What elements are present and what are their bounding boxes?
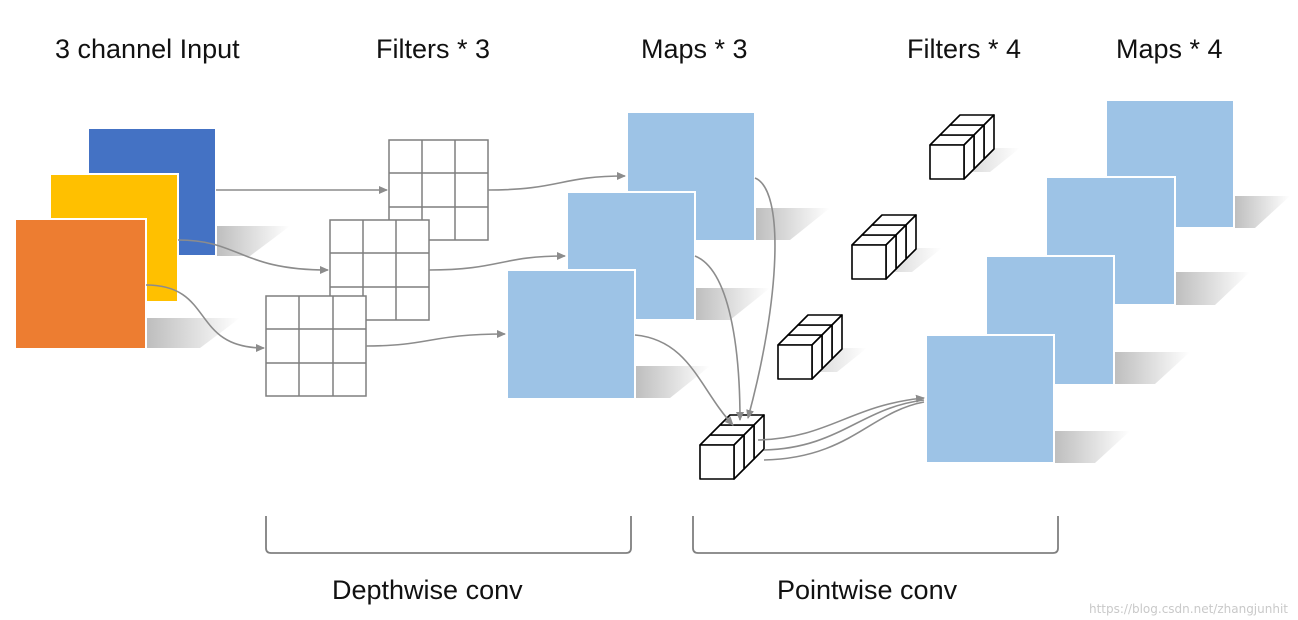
title-maps-3: Maps * 3 bbox=[641, 34, 748, 64]
filter-cube-1 bbox=[929, 114, 995, 180]
pointwise-filters bbox=[699, 114, 995, 480]
title-maps-4: Maps * 4 bbox=[1116, 34, 1223, 64]
arrow-filter3-to-map3 bbox=[365, 330, 506, 347]
pointwise-maps bbox=[925, 99, 1235, 464]
arrow-cube-to-map4-b bbox=[763, 399, 925, 451]
map4-4 bbox=[925, 334, 1055, 464]
input-channel-orange bbox=[14, 218, 147, 350]
input-channels bbox=[14, 127, 217, 350]
arrow-filter2-to-map2 bbox=[428, 252, 566, 271]
depthwise-filters bbox=[265, 139, 489, 397]
map3-front bbox=[506, 269, 636, 400]
flow-arrows bbox=[145, 172, 925, 461]
arrow-cube-to-map4-c bbox=[763, 401, 925, 461]
filter-cube-2 bbox=[851, 214, 917, 280]
arrow-input-orange-to-filter3 bbox=[145, 284, 265, 352]
depthwise-maps bbox=[506, 111, 756, 400]
title-filters-4: Filters * 4 bbox=[907, 34, 1022, 64]
title-input: 3 channel Input bbox=[55, 34, 240, 64]
label-pointwise-conv: Pointwise conv bbox=[777, 575, 958, 605]
filter-cube-3 bbox=[777, 314, 843, 380]
filter-grid-3 bbox=[265, 295, 367, 397]
pointwise-bracket bbox=[692, 516, 1059, 554]
filter-grid-2 bbox=[329, 219, 430, 321]
title-filters-3: Filters * 3 bbox=[376, 34, 491, 64]
arrow-cube-to-map4-a bbox=[757, 394, 925, 441]
filter-cube-active bbox=[699, 414, 765, 480]
arrow-map1-to-cube bbox=[746, 177, 776, 419]
section-brackets bbox=[265, 516, 1059, 554]
arrow-map3-to-cube bbox=[634, 334, 734, 426]
watermark-url: https://blog.csdn.net/zhangjunhit bbox=[1088, 602, 1288, 616]
label-depthwise-conv: Depthwise conv bbox=[332, 575, 523, 605]
depthwise-bracket bbox=[265, 516, 632, 554]
arrow-input-yellow-to-filter2 bbox=[177, 239, 329, 274]
arrow-map2-to-cube bbox=[694, 255, 744, 421]
arrow-filter1-to-map1 bbox=[487, 172, 626, 191]
